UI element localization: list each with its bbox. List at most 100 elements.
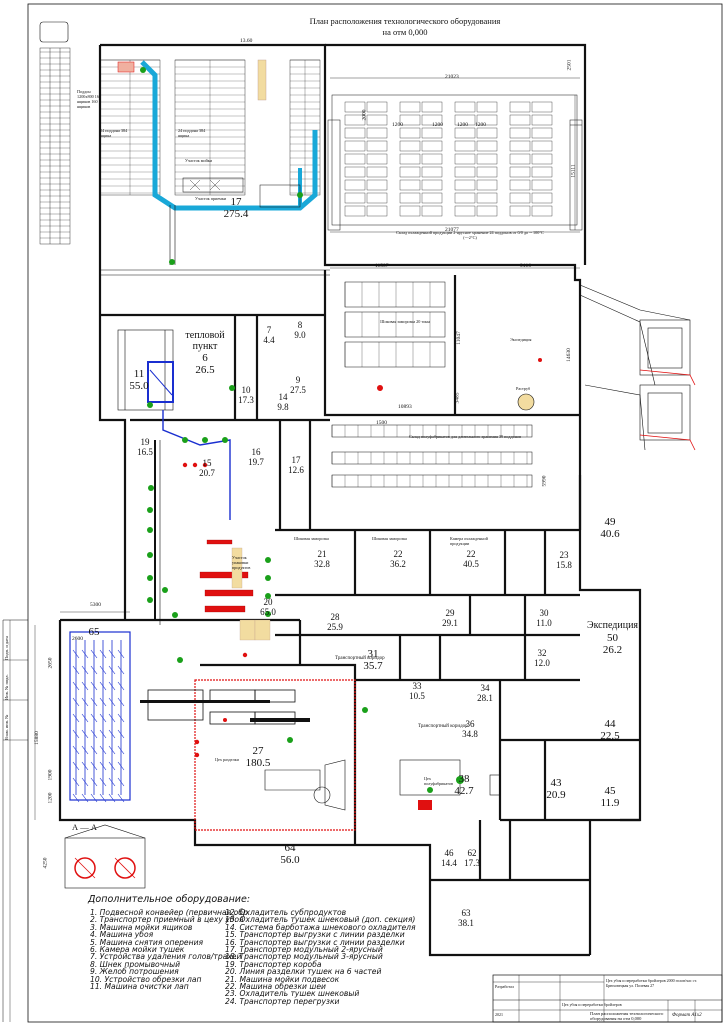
drawing-title: План расположения технологического обору… [309,16,501,37]
process-markers [140,67,433,793]
dim-1500: 1500 [376,420,387,426]
label-section-aa: А — А [72,822,98,832]
legend-item: 16. Транспортер выгрузки с линии разделк… [225,937,405,947]
dim-21023: 21023 [445,74,459,80]
dim-1200-c: 1200 [457,122,468,128]
dim-5300: 5300 [90,602,101,608]
section-a-a [64,824,146,889]
side-stamp-3: Взам. инв. № [4,714,9,740]
legend-item: 3. Машина мойки ящиков [90,922,193,932]
legend-item: 6. Камера мойки тушек [90,945,185,955]
legend-item: 22. Машина обрезки шеи [225,982,326,992]
stamp-sheet-title: План расположения технологического обору… [590,1011,664,1021]
label-packing: Цех полуфабрикатов [424,776,453,786]
stamp-company-1: Цех убоя и переработки бройлеров 2000 го… [606,978,697,988]
dim-21077: 21077 [445,227,459,233]
sheet-border [27,3,723,1023]
legend-item: 7. Устройства удаления голов/трахей [90,952,242,962]
legend-item: 20. Линия разделки тушек на 6 частей [225,967,382,977]
label-product-zone: Участок упаковки продуктов [232,555,251,570]
dim-14630: 14630 [565,348,572,362]
dim-11047: 11047 [455,331,462,345]
legend-item: 23. Охладитель тушек шнековый [225,989,360,999]
title-block [492,974,723,1023]
label-freezer-warehouse: Склад охлажденной продукции 2-ярусное хр… [396,230,544,240]
label-pallet: Поддон 1200x800 16 ящиков 160 ящиков [77,89,99,109]
label-boxes-2: 24 поддона 384 ящика [178,128,206,138]
label-evaporator-room: Экспедиция [510,337,532,342]
legend-item: 2. Транспортер приемный в цеху убоя [90,915,244,925]
legend-item: 14. Система барботажа шнекового охладите… [225,922,416,932]
label-corridor-1: Транспортный коридор [335,656,385,661]
side-stamp-2: Подп. и дата [4,635,9,660]
dim-5990: 5990 [541,475,548,487]
dim-2600: 2600 [72,636,83,642]
dim-9416: 9416 [520,263,531,269]
dim-3485: 3485 [454,392,461,404]
label-shock-2: Шоковая заморозка [372,536,407,541]
label-grading: Раструб [516,386,531,391]
dim-2000: 2000 [361,109,368,121]
label-shock-zone: Шоковая заморозка 20 тонн [380,319,430,324]
legend-item: 19. Транспортер короба [225,959,322,969]
slaughter-line [69,631,131,801]
label-washing: Участок мойки [185,158,212,163]
label-boxes-1: 24 поддона 384 ящика [100,128,128,138]
legend-item: 21. Машина мойки подвесок [225,974,340,984]
legend-item: 11. Машина очистки лап [90,982,189,992]
coldstore-racks [331,94,578,226]
dim-10893: 10893 [398,404,412,410]
dim-1200-d: 1200 [475,122,486,128]
legend-item: 1. Подвесной конвейер (первичная обр [90,908,248,917]
dim-1200: 1200 [47,792,54,804]
label-shock-1: Шоковая заморозка [294,536,329,541]
dim-4250: 4250 [42,857,49,869]
dim-13-60: 13.60 [240,38,253,44]
dim-1200-b: 1200 [432,122,443,128]
dim-15880: 15880 [33,731,40,745]
legend-item: 5. Машина снятия оперения [90,937,204,947]
legend-item: 8. Шнек промывочный [90,959,181,969]
legend-item: 12. Охладитель субпродуктов [225,908,347,917]
room-65: 65 [88,626,100,638]
stamp-developer: Разработал [495,984,514,989]
legend-item: 15. Транспортер выгрузки с линии разделк… [225,930,405,940]
dim-1900: 1900 [47,769,54,781]
dim-15111: 15111 [570,164,577,178]
label-cold-warehouse: Склад полуфабрикатов для длительного хра… [408,434,522,439]
stamp-year: 2021 [495,1012,503,1017]
legend-item: 10. Устройство обрезки лап [90,974,202,984]
legend-item: 24. Транспортер перегрузки [225,996,340,1006]
legend-item: 4. Машина убоя [90,930,154,940]
dim-11507: 11507 [375,263,389,269]
legend-item: 18. Транспортер модульный 3-ярусный [225,952,383,962]
